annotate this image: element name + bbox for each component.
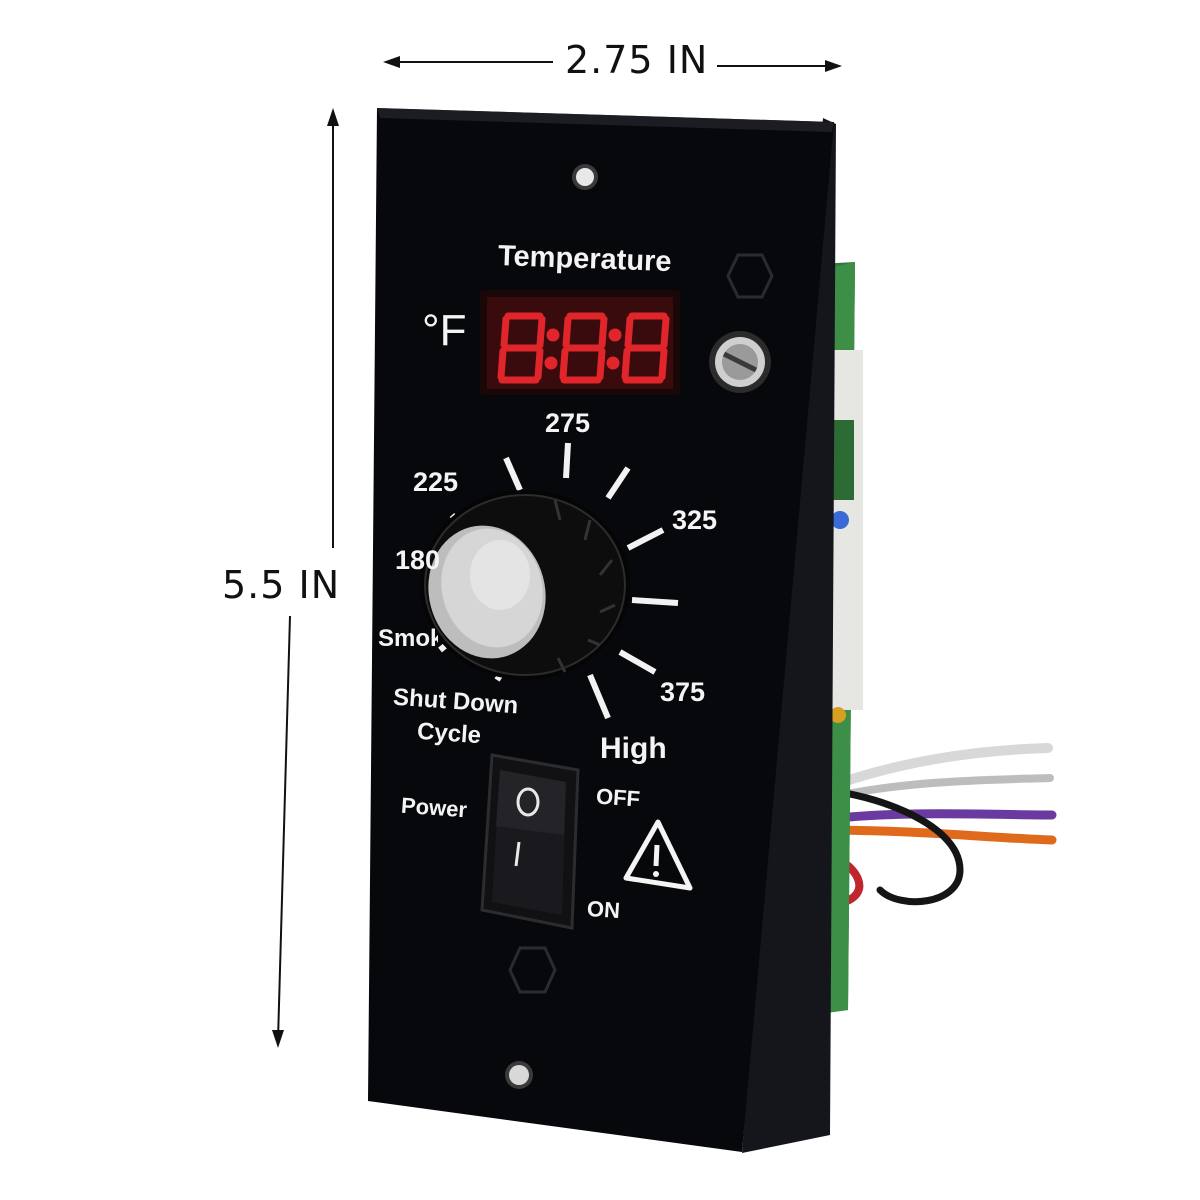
hex-nut-outline-bottom <box>508 946 557 994</box>
led-digits <box>497 312 670 384</box>
mounting-hole-top <box>572 164 598 190</box>
dial-mark-180: 180 <box>395 545 441 575</box>
rocker-switch-icon[interactable] <box>480 753 580 930</box>
width-dimension-arrow <box>383 56 842 72</box>
shutdown-cycle-label-line2: Cycle <box>416 717 482 750</box>
dial-mark-high: High <box>600 732 667 765</box>
warning-triangle-icon <box>623 819 693 891</box>
height-dimension-arrow <box>272 108 339 1048</box>
hex-nut-outline-top <box>726 253 774 299</box>
dial-mark-225: 225 <box>413 467 459 497</box>
power-label: Power <box>400 792 468 823</box>
dial-mark-375: 375 <box>660 677 706 707</box>
temperature-unit-label: °F <box>422 306 467 355</box>
temperature-label: Temperature <box>497 239 673 279</box>
screw-icon <box>709 331 771 393</box>
switch-on-label: ON <box>586 895 621 924</box>
smoke-label: Smoke <box>378 625 438 652</box>
width-dimension-label: 2.75 IN <box>565 38 709 82</box>
rotary-knob-icon[interactable] <box>414 490 630 680</box>
dial-mark-275: 275 <box>545 408 591 438</box>
switch-off-label: OFF <box>595 783 641 812</box>
height-dimension-label: 5.5 IN <box>222 563 341 607</box>
panel-edge <box>742 118 836 1153</box>
mounting-hole-bottom <box>505 1061 533 1089</box>
dial-mark-325: 325 <box>672 505 718 535</box>
